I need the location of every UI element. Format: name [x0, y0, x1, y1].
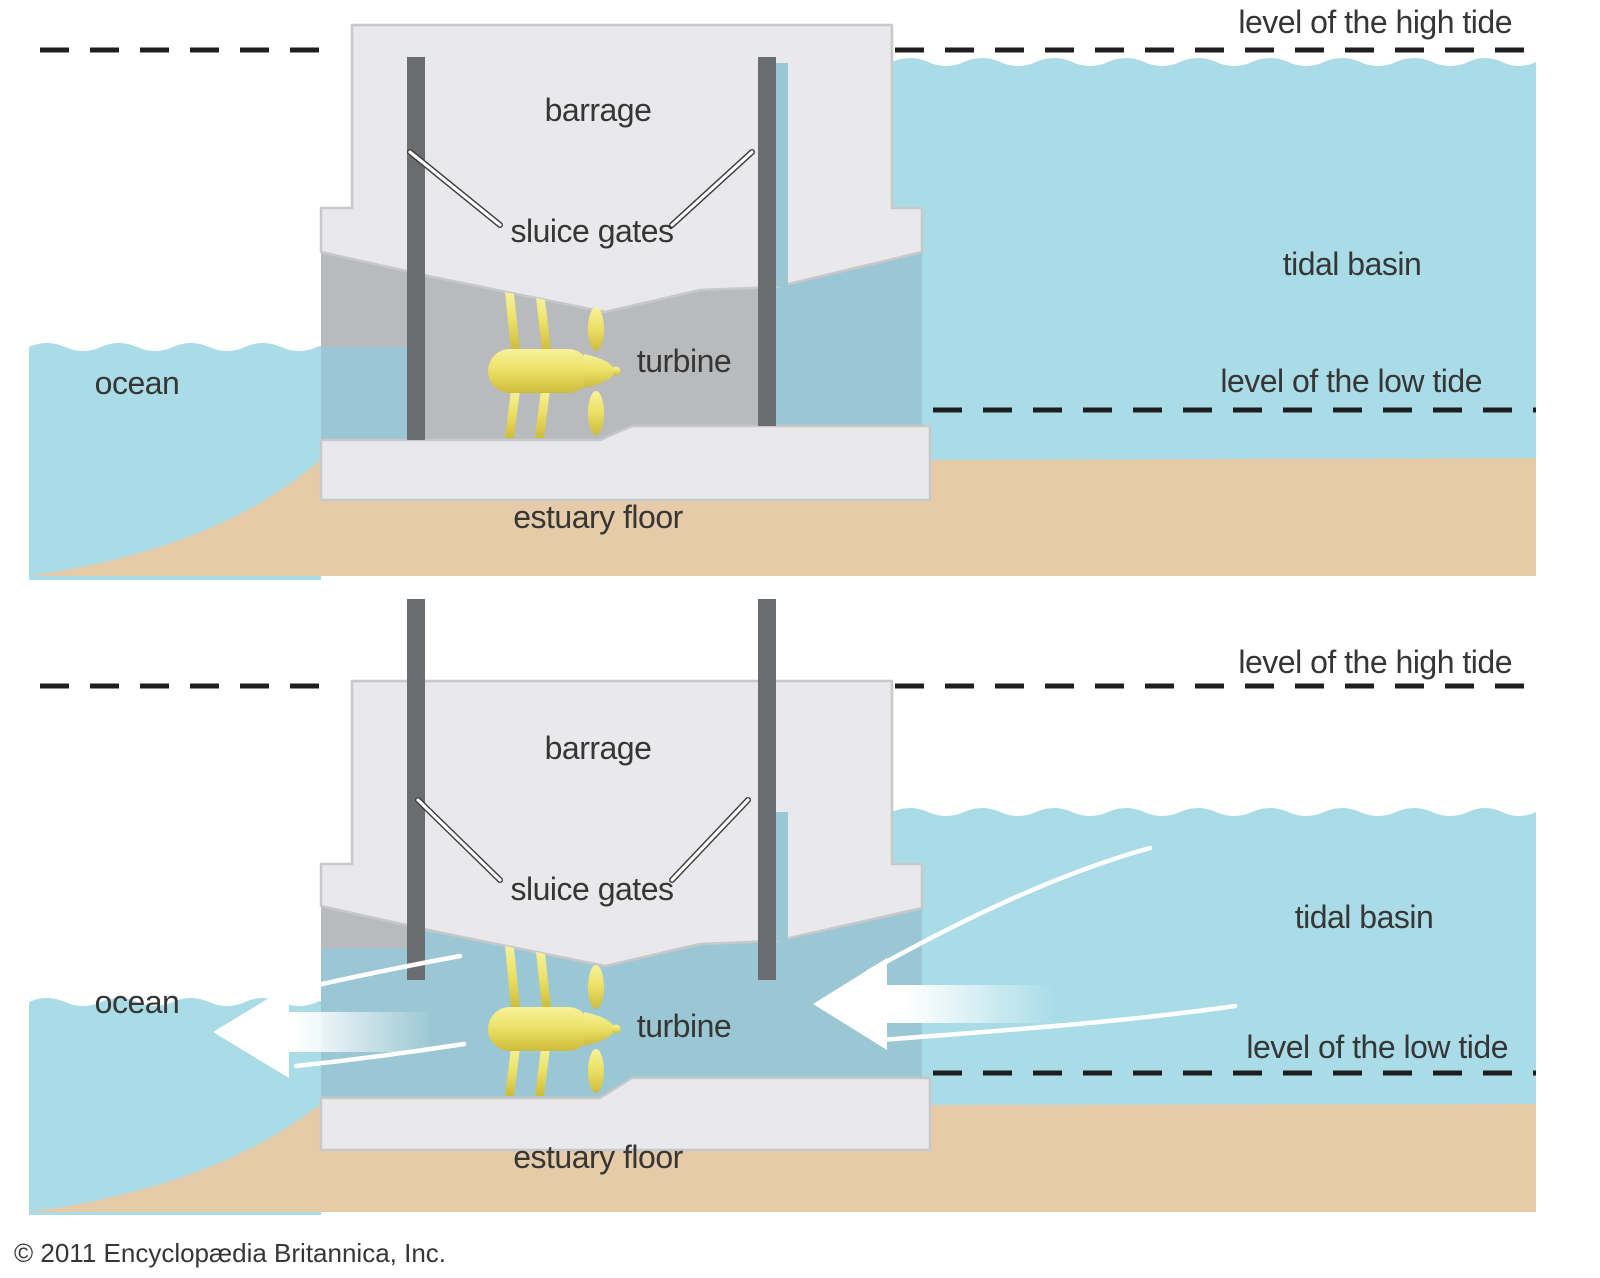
turbine-strut-lower — [505, 1048, 520, 1096]
turbine-strut-upper — [536, 952, 551, 1008]
label-high-tide: level of the high tide — [1238, 4, 1512, 40]
label-barrage: barrage — [545, 92, 652, 128]
sluice-gate-left — [407, 599, 425, 980]
turbine-strut-upper — [505, 292, 520, 350]
gate-slot-water — [776, 63, 788, 287]
turbine-nacelle — [488, 1007, 590, 1051]
chamber-water-right — [776, 252, 922, 426]
label-ocean: ocean — [95, 365, 180, 401]
turbine-strut-lower — [535, 1048, 550, 1096]
panel-gates-closed: level of the high tide barrage sluice ga… — [29, 4, 1536, 580]
panel-gates-open: level of the high tide barrage sluice ga… — [29, 599, 1536, 1215]
flow-streamline — [293, 953, 463, 993]
flow-arrow-ocean — [213, 986, 428, 1078]
label-tidal-basin: tidal basin — [1295, 899, 1434, 935]
leader-line-left — [408, 150, 502, 227]
turbine — [488, 946, 621, 1096]
turbine-strut-upper — [505, 946, 520, 1008]
turbine-blade-upper — [588, 307, 604, 351]
gate-slot-water — [776, 812, 788, 941]
label-low-tide: level of the low tide — [1220, 363, 1482, 399]
label-tidal-basin: tidal basin — [1283, 246, 1422, 282]
barrage-foundation-slab — [319, 1076, 932, 1152]
flow-indicators — [213, 845, 1238, 1078]
label-sluice-gates: sluice gates — [511, 871, 674, 907]
turbine-hub — [611, 366, 621, 376]
label-low-tide: level of the low tide — [1246, 1029, 1508, 1065]
flow-streamline — [865, 845, 1153, 975]
sluice-gate-left — [407, 57, 425, 440]
turbine-hub — [611, 1024, 621, 1034]
label-ocean: ocean — [95, 984, 180, 1020]
copyright-notice: © 2011 Encyclopædia Britannica, Inc. — [14, 1238, 446, 1268]
leader-line-right — [670, 150, 754, 227]
flow-arrow-basin — [813, 958, 1052, 1050]
turbine-blade-lower — [588, 391, 604, 435]
turbine — [488, 292, 621, 438]
flow-streamline — [293, 1041, 467, 1069]
flow-streamline — [877, 1003, 1238, 1043]
turbine-nacelle — [488, 349, 590, 393]
label-high-tide: level of the high tide — [1238, 644, 1512, 680]
turbine-nose-cone — [584, 1012, 615, 1046]
label-turbine: turbine — [637, 1008, 731, 1044]
label-estuary-floor: estuary floor — [513, 499, 683, 535]
turbine-strut-lower — [505, 390, 520, 438]
chamber-water-under-gate-right — [758, 975, 776, 1078]
chamber-water-left — [321, 347, 407, 440]
turbine-nose-cone — [584, 354, 615, 388]
tidal-basin-water — [892, 58, 1536, 470]
label-barrage: barrage — [545, 730, 652, 766]
label-estuary-floor: estuary floor — [513, 1139, 683, 1175]
turbine-blade-upper — [588, 965, 604, 1009]
leader-line-left — [416, 798, 502, 882]
sluice-gate-right — [758, 599, 776, 980]
turbine-blade-lower — [588, 1049, 604, 1093]
turbine-strut-upper — [536, 298, 551, 350]
turbine-strut-lower — [535, 390, 550, 438]
label-sluice-gates: sluice gates — [511, 213, 674, 249]
label-turbine: turbine — [637, 343, 731, 379]
sluice-gate-right — [758, 57, 776, 426]
tidal-basin-water — [892, 808, 1536, 1118]
leader-line-right — [670, 798, 750, 882]
barrage-foundation-slab — [319, 424, 932, 502]
